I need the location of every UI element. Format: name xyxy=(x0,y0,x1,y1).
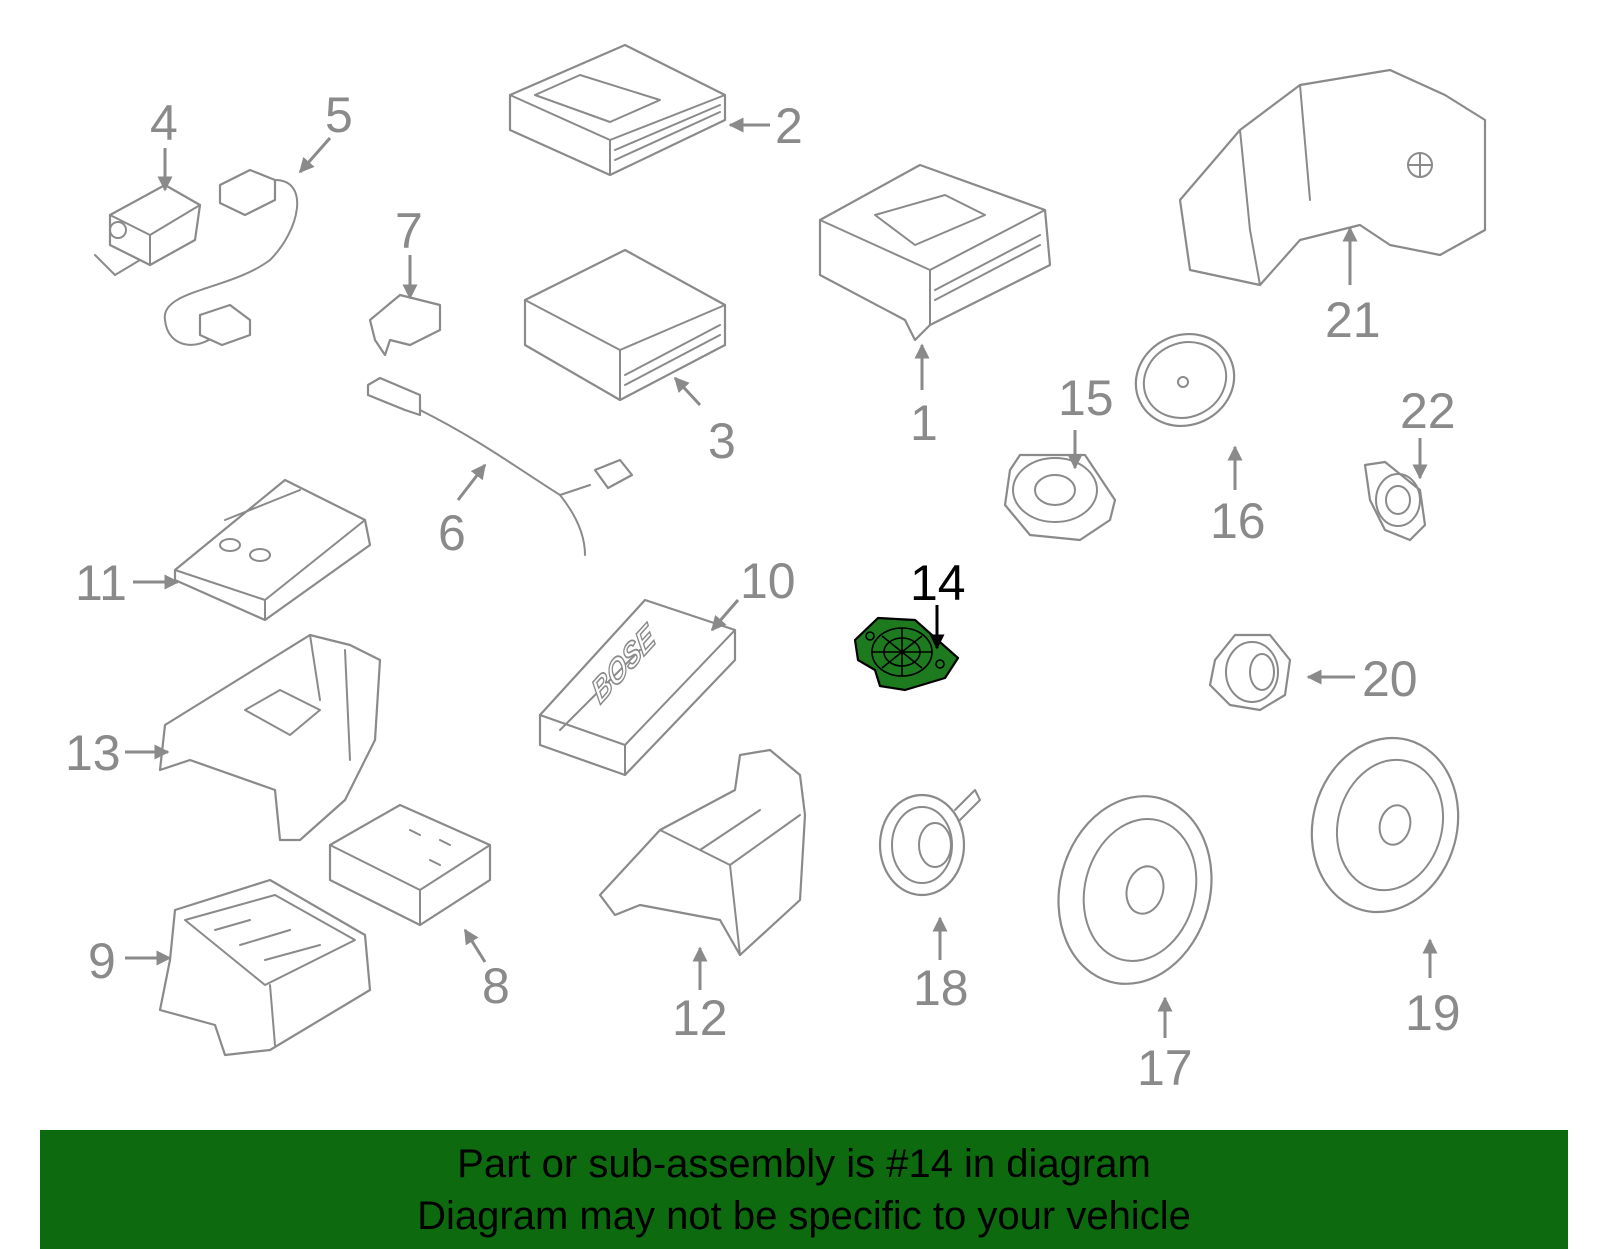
part-20-small-speaker[interactable] xyxy=(1208,633,1292,712)
part-1-head-unit[interactable] xyxy=(818,163,1052,342)
callout-2: 2 xyxy=(775,98,803,154)
callout-14-highlighted: 14 xyxy=(910,555,966,611)
info-banner: Part or sub-assembly is #14 in diagram D… xyxy=(40,1130,1568,1249)
part-11-amplifier-module[interactable] xyxy=(173,478,372,622)
callout-10: 10 xyxy=(740,553,796,609)
callout-16: 16 xyxy=(1210,493,1266,549)
part-12-bracket[interactable] xyxy=(598,748,807,957)
part-14-speaker-bracket-highlighted[interactable] xyxy=(853,616,960,692)
callout-6: 6 xyxy=(438,505,466,561)
callout-21: 21 xyxy=(1325,292,1381,348)
callout-5: 5 xyxy=(325,87,353,143)
part-6-cable[interactable] xyxy=(366,376,634,556)
part-21-subwoofer-enclosure[interactable] xyxy=(1178,68,1487,287)
callout-13: 13 xyxy=(65,725,121,781)
part-16-speaker-grille[interactable] xyxy=(1121,318,1250,442)
callout-19: 19 xyxy=(1405,985,1461,1041)
part-4-module[interactable] xyxy=(94,183,202,276)
leader-10 xyxy=(710,599,740,632)
part-9-bracket-cage[interactable] xyxy=(158,878,372,1057)
callout-1: 1 xyxy=(910,395,938,451)
callout-17: 17 xyxy=(1137,1040,1193,1096)
part-10-bose-amplifier[interactable]: BOSE xyxy=(538,598,737,777)
callout-22: 22 xyxy=(1400,383,1456,439)
part-17-woofer[interactable] xyxy=(1038,779,1232,1001)
callout-4: 4 xyxy=(150,95,178,151)
banner-line-disclaimer: Diagram may not be specific to your vehi… xyxy=(417,1194,1191,1238)
part-18-tweeter[interactable] xyxy=(878,789,981,897)
leader-6 xyxy=(456,463,487,501)
part-3-media-unit[interactable] xyxy=(523,248,727,402)
part-19-woofer[interactable] xyxy=(1293,721,1478,928)
leader-5 xyxy=(298,137,332,174)
callout-8: 8 xyxy=(482,958,510,1014)
callout-15: 15 xyxy=(1058,370,1114,426)
part-5-cable[interactable] xyxy=(163,168,299,347)
part-7-clip[interactable] xyxy=(368,293,442,357)
part-22-tweeter[interactable] xyxy=(1363,460,1427,542)
part-13-bracket[interactable] xyxy=(158,633,382,842)
callout-11: 11 xyxy=(75,555,127,611)
callout-20: 20 xyxy=(1362,651,1418,707)
parts-diagram: BOSE xyxy=(65,43,1487,1096)
callout-3: 3 xyxy=(708,413,736,469)
part-15-speaker[interactable] xyxy=(1003,453,1117,542)
leader-8 xyxy=(463,928,487,963)
callout-7: 7 xyxy=(395,203,423,259)
leader-3 xyxy=(673,376,702,407)
banner-line-part-info: Part or sub-assembly is #14 in diagram xyxy=(457,1142,1151,1186)
callout-12: 12 xyxy=(672,990,728,1046)
callout-9: 9 xyxy=(88,933,116,989)
part-8-module[interactable] xyxy=(328,803,492,927)
callout-18: 18 xyxy=(913,960,969,1016)
part-2-cd-drive[interactable] xyxy=(508,43,727,177)
